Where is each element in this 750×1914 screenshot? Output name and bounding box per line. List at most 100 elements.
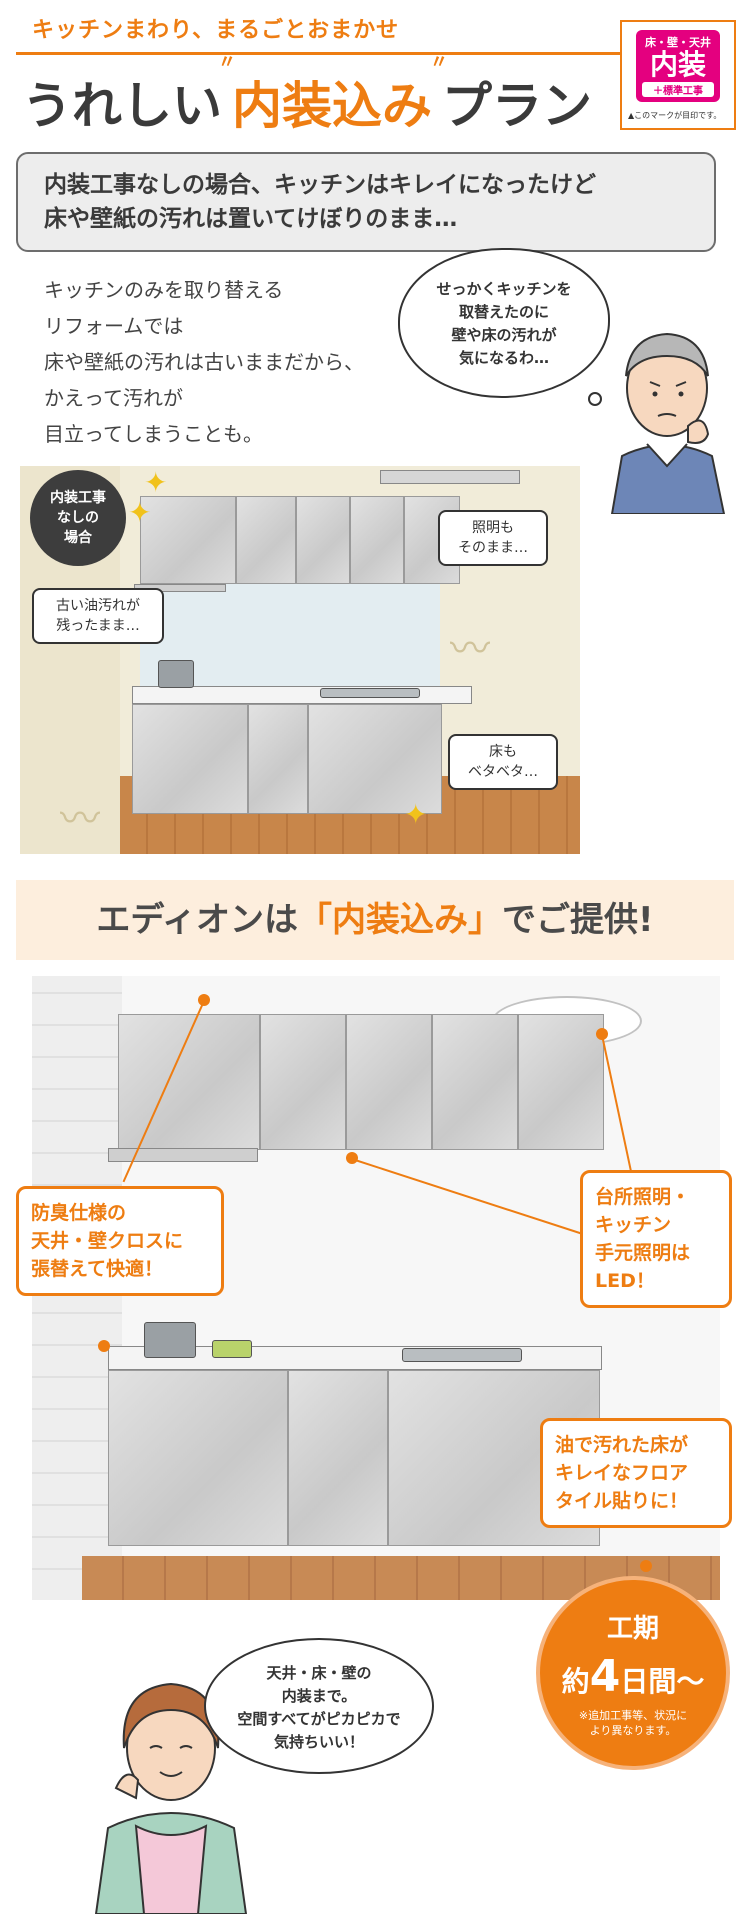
upper-cabinet [236, 496, 296, 584]
upper-cabinet [346, 1014, 432, 1150]
base-cabinet [248, 704, 308, 814]
title-suffix: プラン [442, 77, 592, 135]
callout-line: 防臭仕様の [31, 1202, 127, 1224]
badge-mark: 床・壁・天井 内装 ＋標準工事 [636, 30, 720, 102]
edion-highlight: 「内装込み」 [298, 900, 503, 940]
speech-line: 天井・床・壁の [266, 1664, 372, 1682]
callout-line: キレイなフロア [555, 1462, 689, 1484]
header-subtitle: キッチンまわり、まるごとおまかせ [32, 18, 400, 43]
range-hood [108, 1148, 258, 1162]
badge-line1: 床・壁・天井 [645, 36, 711, 49]
banner-line2: 床や壁紙の汚れは置いてけぼりのまま… [44, 206, 458, 232]
sparkle-icon: ✦ [128, 496, 152, 529]
period-label: 工期 [606, 1614, 659, 1644]
thought-bubble: せっかくキッチンを 取替えたのに 壁や床の汚れが 気になるわ… [398, 248, 610, 398]
thought-line: 壁や床の汚れが [451, 326, 557, 344]
intro-line: リフォームでは [44, 314, 184, 338]
callout-floor-tile: 油で汚れた床が キレイなフロア タイル貼りに！ [540, 1418, 732, 1528]
no-interior-badge: 内装工事 なしの 場合 [30, 470, 126, 566]
stain-mark: 〰 [60, 796, 100, 842]
base-cabinet [132, 704, 248, 814]
edion-headline: エディオンは「内装込み」でご提供! [16, 880, 734, 960]
pot [158, 660, 194, 688]
worried-man-illustration [610, 332, 726, 514]
edion-prefix: エディオンは [96, 900, 299, 940]
period-prefix: 約 [561, 1665, 590, 1698]
badge-note: ▲このマークが目印です。 [628, 111, 722, 120]
badge-line: 内装工事 [50, 490, 106, 506]
period-note-line: ※追加工事等、状況に [578, 1709, 688, 1722]
pot [144, 1322, 196, 1358]
construction-period-badge: 工期 約4日間〜 ※追加工事等、状況に より異なります。 [536, 1576, 730, 1770]
callout-line: 照明も [472, 520, 514, 536]
base-cabinet [108, 1370, 288, 1546]
happy-woman-illustration [94, 1682, 248, 1914]
old-ceiling-light [380, 470, 520, 484]
edion-suffix: でご提供! [502, 900, 654, 940]
callout-line: タイル貼りに！ [555, 1490, 689, 1512]
upper-cabinet [260, 1014, 346, 1150]
intro-line: かえって汚れが [44, 386, 183, 410]
upper-cabinet [350, 496, 404, 584]
callout-line: そのまま… [458, 540, 528, 556]
speech-line: 内装まで。 [281, 1687, 357, 1705]
leader-dot [198, 994, 210, 1006]
badge-line: 場合 [64, 530, 92, 546]
countertop [132, 686, 472, 704]
title-highlight: 〃 内装込み 〃 [218, 52, 448, 138]
upper-cabinet [140, 496, 236, 584]
thought-line: せっかくキッチンを [436, 280, 572, 298]
callout-light: 照明も そのまま… [438, 510, 548, 566]
stain-mark: 〰 [450, 626, 490, 672]
problem-banner: 内装工事なしの場合、キッチンはキレイになったけど 床や壁紙の汚れは置いてけぼりの… [16, 152, 716, 252]
callout-line: 張替えて快適！ [31, 1258, 164, 1280]
bubble-tail [588, 392, 602, 406]
callout-floor: 床も ベタベタ… [448, 734, 558, 790]
page-title: うれしい 〃 内装込み 〃 プラン [22, 52, 592, 138]
callout-line: 残ったまま… [56, 618, 140, 634]
period-duration: 約4日間〜 [540, 1651, 726, 1702]
callout-line: 手元照明は [595, 1242, 691, 1264]
callout-line: キッチン [595, 1214, 672, 1236]
sink [402, 1348, 522, 1362]
thought-line: 気になるわ… [458, 349, 549, 367]
period-note: ※追加工事等、状況に より異なります。 [540, 1708, 726, 1738]
period-note-line: より異なります。 [589, 1724, 677, 1737]
period-suffix: 日間〜 [620, 1665, 705, 1698]
callout-line: 油で汚れた床が [555, 1434, 689, 1456]
frying-pan [212, 1340, 252, 1358]
leader-dot [596, 1028, 608, 1040]
upper-cabinet [432, 1014, 518, 1150]
callout-line: 床も [489, 744, 517, 760]
period-days: 4 [589, 1651, 621, 1702]
callout-wall-ceiling: 防臭仕様の 天井・壁クロスに 張替えて快適！ [16, 1186, 224, 1296]
sparkle-icon: ✦ [144, 466, 168, 499]
badge-line2: 内装 [649, 48, 706, 81]
intro-text: キッチンのみを取り替える リフォームでは 床や壁紙の汚れは古いままだから、 かえ… [44, 272, 364, 452]
sparkle-icon: 〃 [430, 52, 448, 73]
base-cabinet [288, 1370, 388, 1546]
intro-line: キッチンのみを取り替える [44, 278, 284, 302]
banner-line1: 内装工事なしの場合、キッチンはキレイになったけど [44, 172, 596, 198]
title-highlight-text: 内装込み [232, 77, 432, 135]
speech-line: 気持ちいい！ [273, 1733, 364, 1751]
callout-line: ベタベタ… [468, 764, 538, 780]
title-prefix: うれしい [22, 77, 222, 135]
upper-cabinet [296, 496, 350, 584]
callout-oil: 古い油汚れが 残ったまま… [32, 588, 164, 644]
interior-badge: 床・壁・天井 内装 ＋標準工事 ▲このマークが目印です。 [620, 20, 736, 130]
callout-lighting: 台所照明・ キッチン 手元照明は LED！ [580, 1170, 732, 1308]
speech-bubble: 天井・床・壁の 内装まで。 空間すべてがピカピカで 気持ちいい！ [204, 1638, 434, 1774]
thought-line: 取替えたのに [458, 303, 549, 321]
callout-line: 天井・壁クロスに [31, 1230, 184, 1252]
header-rule [16, 52, 734, 55]
badge-line: なしの [57, 510, 99, 526]
sink [320, 688, 420, 698]
sparkle-icon: 〃 [218, 52, 236, 73]
callout-line: LED！ [595, 1270, 655, 1292]
leader-dot [640, 1560, 652, 1572]
base-cabinet [308, 704, 442, 814]
callout-line: 古い油汚れが [56, 598, 140, 614]
intro-line: 床や壁紙の汚れは古いままだから、 [44, 350, 364, 374]
callout-line: 台所照明・ [595, 1186, 691, 1208]
